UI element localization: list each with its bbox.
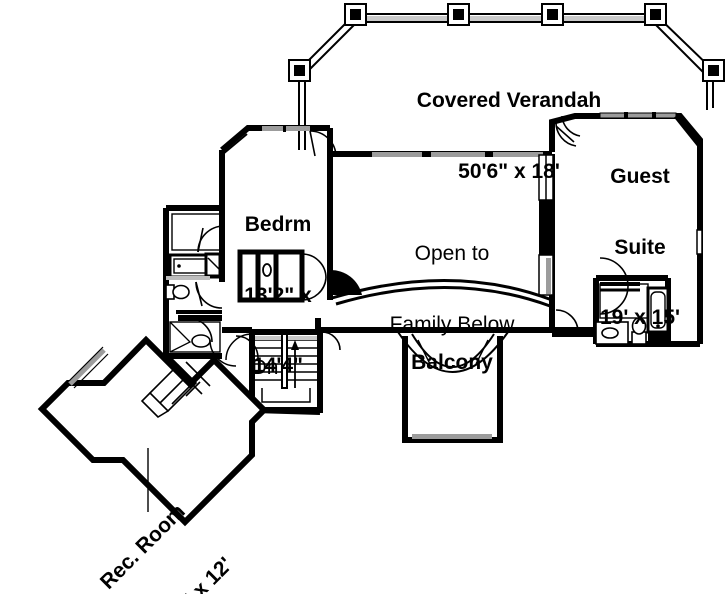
rec-room-stair-detail — [140, 363, 201, 419]
toilet — [165, 284, 190, 300]
dn-text: Dn — [251, 356, 279, 380]
guest-sink — [595, 321, 629, 345]
verandah-railing-fill — [357, 16, 653, 21]
left-wing-walls — [163, 205, 225, 359]
room-label-balcony: Balcony — [352, 304, 552, 422]
balcony-name: Balcony — [411, 351, 493, 375]
bedroom-name: Bedrm — [244, 213, 312, 237]
pocket-door — [166, 252, 223, 314]
balcony-right-door — [555, 309, 579, 333]
balcony-curve — [331, 279, 553, 308]
rec-room-connector-inner — [177, 361, 211, 395]
rec-room-window — [68, 346, 109, 389]
bedroom-window — [262, 125, 310, 132]
lower-walls — [552, 278, 703, 347]
balcony-bay — [397, 331, 509, 443]
verandah-post — [702, 59, 725, 82]
stair-door — [235, 331, 341, 359]
stair-wedge — [330, 269, 362, 295]
guest-suite-name-line1: Guest — [610, 165, 670, 189]
room-label-covered-verandah: Covered Verandah 50'6" x 18' — [359, 42, 659, 230]
rec-room-connector — [163, 353, 217, 387]
room-label-guest-suite: Guest Suite 19' x 15' — [555, 118, 725, 377]
verandah-dimensions: 50'6" x 18' — [458, 159, 560, 183]
open-family-window-band — [372, 152, 543, 157]
hall-doors — [187, 225, 253, 367]
verandah-posts — [288, 3, 725, 82]
stair-direction-label: Dn — [225, 309, 305, 427]
guest-bathtub — [646, 286, 670, 344]
stair-direction-arrow — [291, 340, 299, 388]
verandah-name: Covered Verandah — [416, 89, 602, 113]
bedroom-diagonal-wall — [222, 129, 249, 155]
guest-suite-right-window — [696, 229, 703, 255]
linen-closet — [171, 213, 221, 251]
closet-doors — [301, 253, 327, 301]
verandah-post — [288, 59, 311, 82]
open-family-line2: Family Below — [389, 312, 515, 336]
guest-toilet — [631, 317, 647, 345]
guest-suite-name-line2: Suite — [614, 235, 666, 259]
guest-bath-doors — [599, 257, 640, 315]
verandah-post — [541, 3, 564, 26]
bedroom-dimensions-line2: 14'4" — [253, 354, 303, 378]
verandah-post — [344, 3, 367, 26]
bedroom-closet — [237, 249, 305, 303]
bedroom-door — [309, 130, 337, 158]
bedroom-dimensions-line1: 13'2" x — [244, 283, 312, 307]
guest-suite-window — [599, 112, 677, 119]
verandah-post — [447, 3, 470, 26]
verandah-post — [644, 3, 667, 26]
open-family-line1: Open to — [414, 242, 490, 266]
room-label-open-to-family-below: Open to Family Below — [332, 195, 572, 383]
room-label-bedroom: Bedrm 13'2" x 14'4" — [198, 166, 358, 425]
guest-suite-door — [555, 115, 581, 147]
fireplace-chase — [538, 154, 554, 296]
guest-suite-diagonal-wall — [674, 114, 702, 148]
guest-suite-dimensions: 19' x 15' — [599, 306, 681, 330]
